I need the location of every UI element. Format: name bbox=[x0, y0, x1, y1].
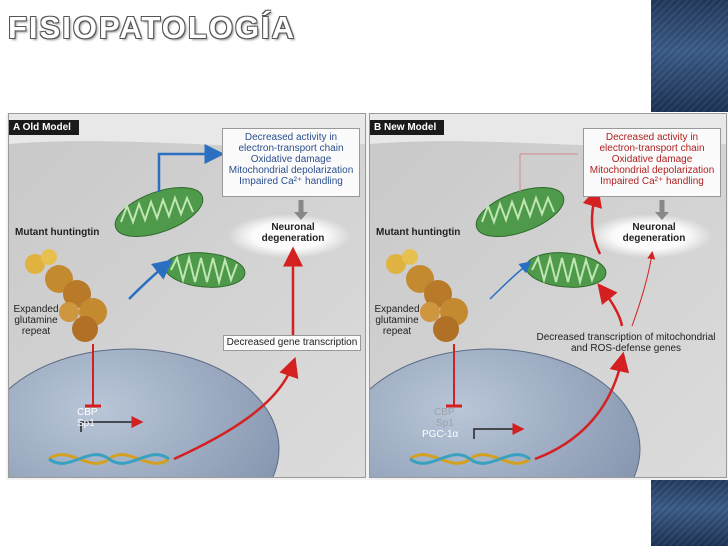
panel-b: B New Model Decreased activity in electr… bbox=[369, 113, 727, 478]
dna-helix bbox=[409, 453, 531, 465]
panel-a-tag: A Old Model bbox=[9, 120, 79, 135]
red-arrow-mitochondria bbox=[597, 283, 624, 327]
red-arrow-transcription bbox=[534, 351, 630, 461]
nucleus bbox=[370, 349, 640, 477]
decorative-bar-bottom bbox=[651, 478, 728, 546]
panel-a-outcome: Neuronal degeneration bbox=[247, 222, 339, 244]
outcome-line: Neuronal bbox=[632, 222, 676, 233]
figure-huntingtin-models: A Old Model Decreased activity in electr… bbox=[6, 113, 728, 480]
huntingtin-aggregate bbox=[386, 249, 468, 342]
dna-helix bbox=[48, 453, 170, 465]
effect-line: Oxidative damage bbox=[250, 154, 332, 165]
panel-b-factors: CBP Sp1 PGC-1α bbox=[422, 407, 458, 440]
decorative-bar-top bbox=[651, 0, 728, 112]
factor-sp1: Sp1 bbox=[77, 418, 95, 429]
repeat-line: glutamine bbox=[375, 315, 419, 326]
nucleus bbox=[9, 349, 279, 477]
panel-a: A Old Model Decreased activity in electr… bbox=[8, 113, 366, 478]
blue-arrow-upper bbox=[157, 144, 225, 192]
panel-a-repeat-label: Expanded glutamine repeat bbox=[11, 304, 61, 337]
mitochondrion-upper bbox=[475, 186, 565, 238]
outcome-line: degeneration bbox=[622, 233, 686, 244]
transcription-line: Decreased transcription of mitochondrial bbox=[536, 332, 716, 343]
mitochondrion-upper bbox=[114, 186, 204, 238]
red-arrow-transcription bbox=[173, 356, 299, 461]
repeat-line: Expanded bbox=[374, 304, 420, 315]
outcome-line: Neuronal bbox=[271, 222, 315, 233]
effect-line: Decreased activity in bbox=[244, 132, 338, 143]
factor-sp1: Sp1 bbox=[436, 418, 454, 429]
mitochondrion-lower bbox=[525, 252, 607, 288]
repeat-line: glutamine bbox=[14, 315, 58, 326]
panel-b-repeat-label: Expanded glutamine repeat bbox=[372, 304, 422, 337]
repeat-line: repeat bbox=[21, 326, 51, 337]
effect-line: Impaired Ca²⁺ handling bbox=[239, 176, 343, 187]
red-arrow-degeneration bbox=[631, 251, 656, 327]
factor-cbp: CBP bbox=[77, 407, 98, 418]
effect-line: Impaired Ca²⁺ handling bbox=[600, 176, 704, 187]
slide-title: FISIOPATOLOGÍA bbox=[8, 10, 297, 45]
panel-a-transcription-box: Decreased gene transcription bbox=[223, 335, 361, 351]
factor-cbp: CBP bbox=[434, 407, 455, 418]
repeat-line: repeat bbox=[382, 326, 412, 337]
effect-line: Mitochondrial depolarization bbox=[228, 165, 354, 176]
effect-line: electron-transport chain bbox=[238, 143, 344, 154]
effect-line: Decreased activity in bbox=[605, 132, 699, 143]
huntingtin-aggregate bbox=[25, 249, 107, 342]
blue-arrow-lower bbox=[489, 261, 532, 300]
panel-a-factors: CBP Sp1 bbox=[77, 407, 98, 429]
blue-arrow-lower bbox=[128, 259, 173, 300]
repeat-line: Expanded bbox=[13, 304, 59, 315]
panel-b-effects-box: Decreased activity in electron-transport… bbox=[583, 128, 721, 197]
panel-b-transcription-text: Decreased transcription of mitochondrial… bbox=[528, 332, 724, 354]
panel-a-protein-label: Mutant huntingtin bbox=[15, 227, 100, 238]
factor-pgc1a: PGC-1α bbox=[422, 429, 459, 440]
transcription-line: and ROS-defense genes bbox=[570, 343, 682, 354]
effect-line: Mitochondrial depolarization bbox=[589, 165, 715, 176]
panel-a-effects-box: Decreased activity in electron-transport… bbox=[222, 128, 360, 197]
panel-b-outcome: Neuronal degeneration bbox=[608, 222, 700, 244]
panel-b-tag: B New Model bbox=[370, 120, 445, 135]
effect-line: Oxidative damage bbox=[611, 154, 693, 165]
outcome-line: degeneration bbox=[261, 233, 325, 244]
panel-b-protein-label: Mutant huntingtin bbox=[376, 227, 461, 238]
red-arrow-effects bbox=[582, 186, 602, 255]
effect-line: electron-transport chain bbox=[599, 143, 705, 154]
faded-arrow-upper bbox=[519, 153, 578, 192]
